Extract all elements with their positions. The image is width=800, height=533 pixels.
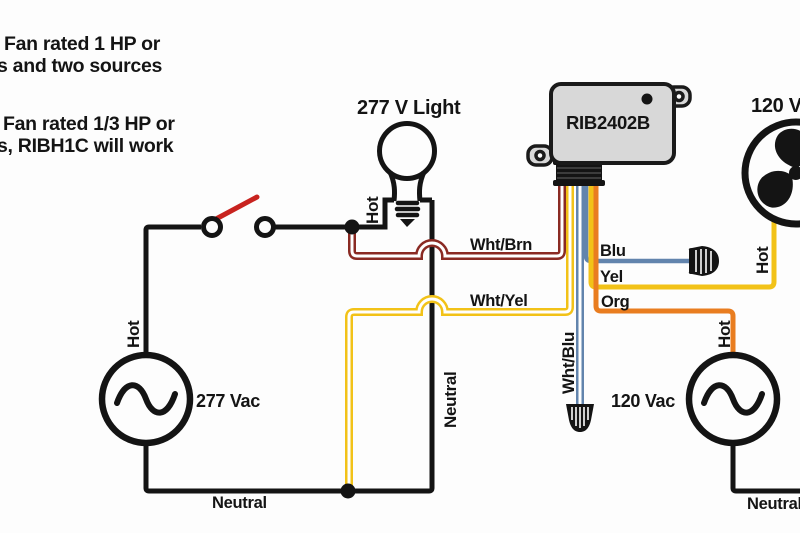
source-120-hot-label: Hot <box>715 320 734 348</box>
wire-wht-brn-core <box>350 183 564 258</box>
note-line-4: s, RIBH1C will work <box>0 135 174 157</box>
bulb-glass <box>377 121 437 181</box>
relay-body <box>549 82 676 165</box>
light-neutral-label: Neutral <box>441 372 460 428</box>
wire-wht-brn-label: Wht/Brn <box>470 236 532 254</box>
fan-blade <box>757 170 793 208</box>
light-bulb-icon <box>377 121 437 227</box>
fan-hot-label: Hot <box>753 246 772 274</box>
bulb-neck-right <box>417 170 427 202</box>
light-label: 277 V Light <box>357 97 461 119</box>
wire-blu-label: Blu <box>600 242 626 260</box>
junction-dot-hot <box>344 219 360 235</box>
wire-wht-yel-label: Wht/Yel <box>470 292 528 310</box>
source-277-hot-label: Hot <box>124 320 143 348</box>
wire-yel-label: Yel <box>600 268 623 286</box>
relay-label: RIB2402B <box>566 112 650 133</box>
wire-nut-wht-blu-icon <box>566 404 594 432</box>
note-line-3: Fan rated 1/3 HP or <box>3 113 175 135</box>
note-line-2: s and two sources <box>0 55 162 77</box>
switch-blade <box>213 194 260 222</box>
source-120-neutral-label: Neutral <box>747 495 800 513</box>
source-277-icon <box>98 351 194 447</box>
note-line-1: Fan rated 1 HP or <box>4 33 161 55</box>
bulb-neck-left <box>387 170 397 202</box>
relay-led-dot <box>641 93 653 105</box>
wire-org <box>593 183 736 354</box>
bulb-threads <box>394 200 421 218</box>
sine-wave <box>701 382 765 416</box>
notes-text: Fan rated 1 HP or s and two sources Fan … <box>0 33 176 157</box>
switch-contact-left <box>201 216 223 238</box>
black-circuit-wires <box>143 197 800 494</box>
switch-contact-right <box>254 216 276 238</box>
relay-box: RIB2402B <box>526 82 692 186</box>
source-277-label: 277 Vac <box>196 391 260 411</box>
fan-blade <box>774 128 800 168</box>
source-120-label: 120 Vac <box>611 391 675 411</box>
junction-dot-neutral <box>340 483 356 499</box>
source-277-neutral-label: Neutral <box>212 494 267 512</box>
wire-277-hot <box>143 224 201 356</box>
wire-org-label: Org <box>601 293 629 311</box>
sine-wave <box>114 382 178 416</box>
fan-hub <box>789 166 800 180</box>
wire-120-neutral <box>730 443 800 494</box>
wire-277-neutral <box>143 200 435 494</box>
fan-label: 120 V <box>751 95 800 117</box>
wire-wht-yel-core <box>347 183 572 489</box>
bulb-tip <box>400 219 415 227</box>
light-hot-label: Hot <box>363 196 382 224</box>
source-120-icon <box>685 351 781 447</box>
wire-nut-blu-icon <box>688 246 719 276</box>
switch-icon <box>201 194 276 238</box>
fan-icon <box>741 118 800 228</box>
wire-yel <box>588 183 777 290</box>
wire-wht-blu-label: Wht/Blu <box>559 332 578 394</box>
wire-switch-to-socket <box>274 197 394 230</box>
